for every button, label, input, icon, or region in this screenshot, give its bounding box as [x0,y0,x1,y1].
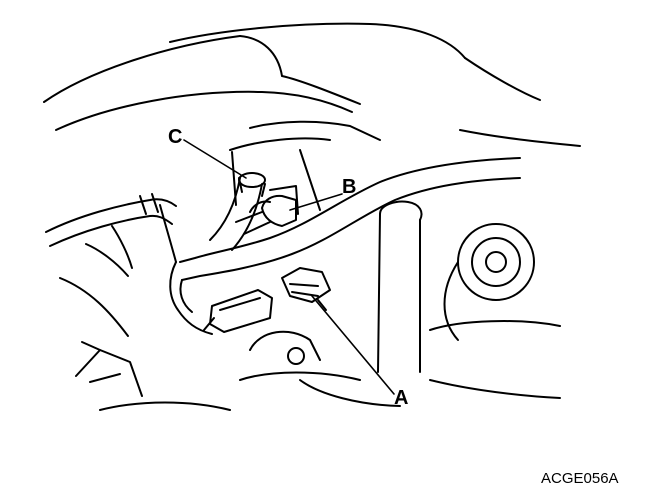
connector-b [235,185,299,235]
callout-a: A [394,387,409,409]
air-intake-duct [43,35,361,131]
callout-c: C [168,126,183,148]
leader-lines [183,139,395,395]
left-wire [45,193,177,247]
engine-upper-body [169,22,581,211]
vertical-tube [377,200,423,373]
figure-code: ACGE056A [541,470,619,487]
lower-left-structure [59,225,231,411]
lower-bracket [239,330,561,407]
callout-b: B [342,176,357,198]
wiring-harness [159,157,521,335]
left-connector [203,289,273,333]
hose-c [209,172,266,251]
connector-a [281,267,331,311]
pulley [429,223,561,341]
